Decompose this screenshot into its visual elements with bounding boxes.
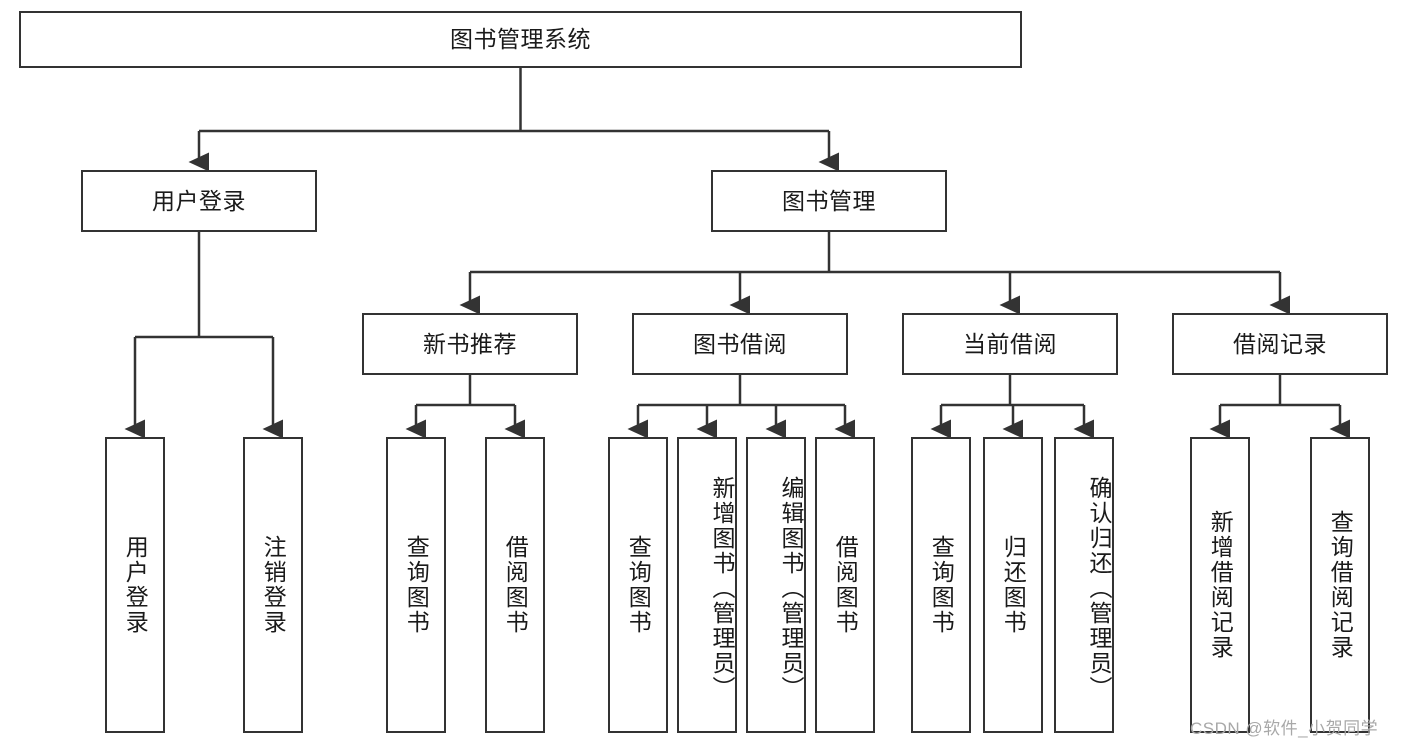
node-leaf-add-book-admin[interactable]: 新增图书（管理员）	[677, 437, 737, 733]
node-label: 查询借阅记录	[1327, 510, 1354, 660]
node-leaf-query-borrowing-record[interactable]: 查询借阅记录	[1310, 437, 1370, 733]
node-label: 查询图书	[625, 535, 652, 635]
node-book-management[interactable]: 图书管理	[711, 170, 947, 232]
node-leaf-add-borrowing-record[interactable]: 新增借阅记录	[1190, 437, 1250, 733]
node-user-login[interactable]: 用户登录	[81, 170, 317, 232]
node-label: 当前借阅	[963, 330, 1057, 357]
node-label: 查询图书	[403, 535, 430, 635]
node-label: 注销登录	[260, 535, 287, 635]
node-leaf-query-book-current[interactable]: 查询图书	[911, 437, 971, 733]
node-label: 新增借阅记录	[1207, 510, 1234, 660]
node-label: 用户登录	[152, 187, 246, 214]
node-leaf-query-book-recommendation[interactable]: 查询图书	[386, 437, 446, 733]
node-current-borrowing[interactable]: 当前借阅	[902, 313, 1118, 375]
node-leaf-edit-book-admin[interactable]: 编辑图书（管理员）	[746, 437, 806, 733]
node-label: 借阅记录	[1233, 330, 1327, 357]
node-label: 确认归还（管理员）	[1086, 475, 1112, 701]
node-borrowing-record[interactable]: 借阅记录	[1172, 313, 1388, 375]
node-label: 用户登录	[122, 535, 149, 635]
node-label: 查询图书	[928, 535, 955, 635]
node-label: 新增图书（管理员）	[709, 475, 735, 701]
node-new-book-recommendation[interactable]: 新书推荐	[362, 313, 578, 375]
node-book-management-system[interactable]: 图书管理系统	[19, 11, 1022, 68]
node-leaf-user-login[interactable]: 用户登录	[105, 437, 165, 733]
node-label: 图书管理	[782, 187, 876, 214]
node-label: 归还图书	[1000, 535, 1027, 635]
node-label: 图书管理系统	[450, 26, 591, 53]
node-leaf-return-book[interactable]: 归还图书	[983, 437, 1043, 733]
node-label: 编辑图书（管理员）	[778, 475, 804, 701]
node-label: 图书借阅	[693, 330, 787, 357]
node-label: 借阅图书	[502, 535, 529, 635]
node-leaf-query-book-borrowing[interactable]: 查询图书	[608, 437, 668, 733]
node-label: 新书推荐	[423, 330, 517, 357]
node-label: 借阅图书	[832, 535, 859, 635]
node-leaf-logout[interactable]: 注销登录	[243, 437, 303, 733]
node-leaf-borrow-book[interactable]: 借阅图书	[815, 437, 875, 733]
node-book-borrowing[interactable]: 图书借阅	[632, 313, 848, 375]
node-leaf-borrow-book-recommendation[interactable]: 借阅图书	[485, 437, 545, 733]
node-leaf-confirm-return-admin[interactable]: 确认归还（管理员）	[1054, 437, 1114, 733]
